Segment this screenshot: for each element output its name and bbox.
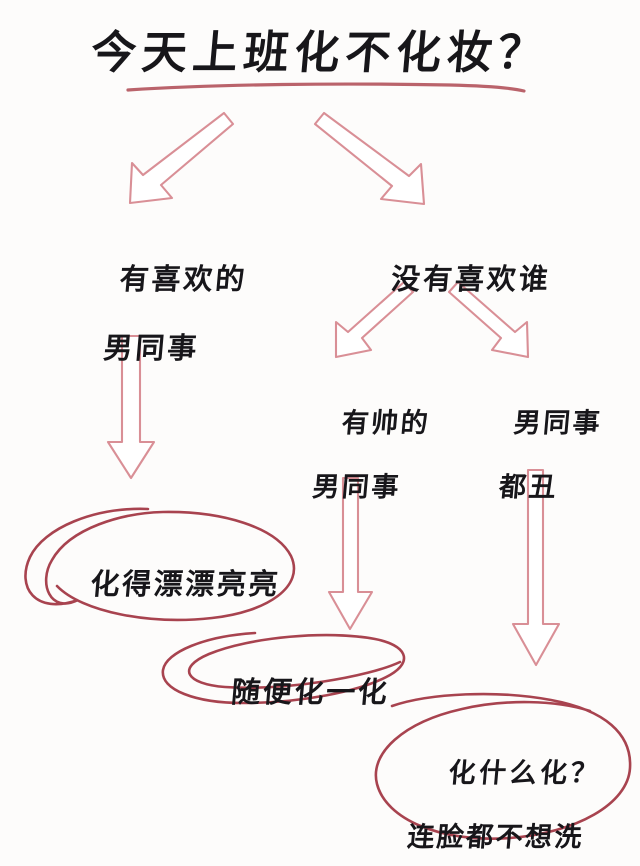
page-title: 今天上班化不化妆？ (88, 26, 552, 79)
sub-branch-node-handsome-colleague: 有帅的 男同事 (280, 376, 437, 567)
sub-handsome-line1: 有帅的 (340, 407, 432, 439)
outcome-pretty-line1: 化得漂漂亮亮 (89, 567, 282, 602)
sub-ugly-line1: 男同事 (512, 407, 604, 439)
sub-handsome-line2: 男同事 (311, 471, 403, 503)
title-underline (126, 82, 526, 93)
circle-outcome-casual (161, 631, 406, 705)
outcome-node-casual-makeup: 随便化一化 (166, 641, 405, 744)
branch-node-no-crush: 没有喜欢谁 (326, 228, 565, 331)
circle-outcome-pretty (24, 507, 296, 622)
arrow-root-to-right (313, 111, 426, 206)
outcome-node-no-makeup: 化什么化？ 连脸都不想洗 (360, 726, 635, 866)
branch-left-line1: 有喜欢的 (118, 262, 249, 297)
arrow-right-to-ugly (447, 280, 530, 359)
outcome-node-full-makeup: 化得漂漂亮亮 (20, 533, 301, 636)
branch-right-line1: 没有喜欢谁 (389, 262, 553, 297)
sub-branch-node-ugly-colleagues: 男同事 都丑 (452, 376, 609, 567)
arrow-root-to-left (128, 111, 235, 205)
branch-left-line2: 男同事 (102, 330, 201, 365)
sub-ugly-line2: 都丑 (497, 471, 560, 503)
circle-outcome-none (374, 692, 632, 840)
arrow-ugly-to-none (511, 468, 561, 667)
arrow-handsome-to-casual (327, 476, 374, 631)
outcome-none-line2: 连脸都不想洗 (405, 821, 586, 853)
branch-node-has-crush: 有喜欢的 男同事 (33, 228, 273, 433)
arrow-left-to-pretty (106, 334, 156, 480)
arrow-right-to-handsome (334, 280, 415, 359)
outcome-casual-line1: 随便化一化 (229, 675, 391, 710)
outcome-none-line1: 化什么化？ (447, 757, 603, 789)
